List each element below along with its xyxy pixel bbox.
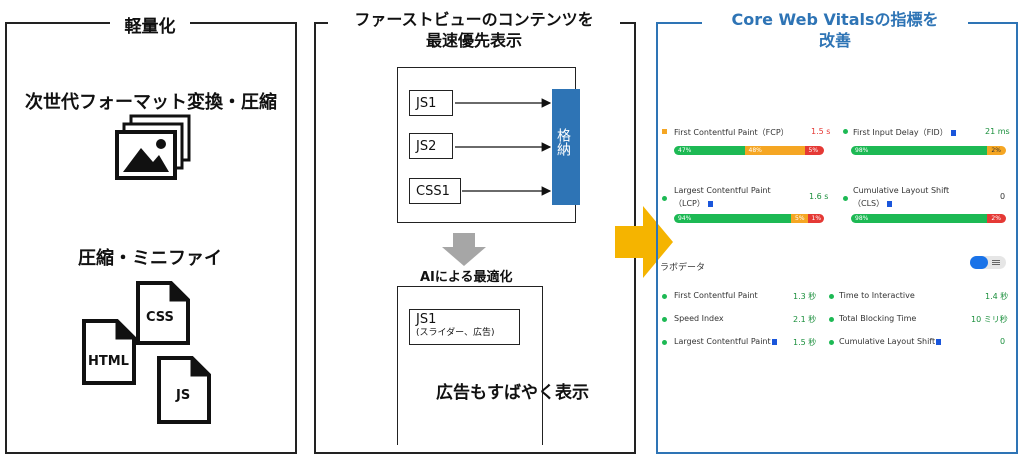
store-block — [552, 89, 580, 205]
fcp-status-icon — [662, 129, 667, 134]
input-css1: CSS1 — [409, 178, 461, 204]
panel-core-web-vitals — [656, 22, 1018, 454]
lab-fcp-value: 1.3 秒 — [793, 292, 817, 301]
toggle-knob — [970, 256, 988, 269]
store-label: 格納 — [555, 128, 571, 156]
cls-name2: （CLS） — [853, 199, 885, 208]
fcp-avg-segment: 48% — [744, 146, 805, 155]
list-icon — [992, 260, 1000, 261]
lab-tbt-name: Total Blocking Time — [839, 314, 917, 323]
cls-good-segment: 98% — [851, 214, 988, 223]
lcp-name2: （LCP） — [674, 199, 705, 208]
ai-optimize-label: AIによる最適化 — [420, 270, 513, 285]
panel-lightweight-title: 軽量化 — [110, 12, 190, 37]
lab-tti-dot — [829, 294, 834, 299]
bookmark-icon — [707, 200, 713, 207]
lab-fcp-dot — [662, 294, 667, 299]
fid-name-wrap: First Input Delay（FID） — [853, 127, 956, 138]
lab-si-value: 2.1 秒 — [793, 315, 817, 324]
fid-name: First Input Delay（FID） — [853, 128, 948, 137]
panel-cwv-title-line2: 改善 — [818, 31, 851, 50]
lcp-status-icon — [662, 196, 667, 201]
lab-tbt-value: 10 ミリ秒 — [971, 315, 1008, 324]
panel-cwv-title-line1: Core Web Vitalsの指標を — [731, 10, 939, 29]
lab-fcp-name: First Contentful Paint — [674, 291, 758, 300]
lcp-poor-segment: 1% — [807, 214, 824, 223]
result-js1-box: JS1 (スライダー、広告) — [409, 309, 520, 345]
fid-poor-segment: 2% — [987, 146, 1006, 155]
bookmark-icon — [771, 338, 777, 345]
html-file-icon — [82, 319, 136, 385]
lcp-avg-segment: 5% — [791, 214, 808, 223]
image-compress-label: 次世代フォーマット変換・圧縮 — [25, 92, 277, 113]
panel-first-view-title-line2: 最速優先表示 — [425, 31, 522, 50]
bookmark-icon — [887, 200, 893, 207]
cls-value: 0 — [1000, 192, 1006, 201]
cls-status-icon — [843, 196, 848, 201]
lcp-distribution-bar: 94% 5% 1% — [674, 214, 824, 223]
fid-good-segment: 98% — [851, 146, 988, 155]
panel-first-view-title: ファーストビューのコンテンツを 最速優先表示 — [328, 9, 620, 51]
lcp-good-segment: 94% — [674, 214, 791, 223]
lcp-value: 1.6 s — [809, 192, 829, 201]
css-file-label: CSS — [146, 310, 174, 325]
fcp-value: 1.5 s — [811, 127, 831, 136]
down-arrow-icon — [442, 233, 486, 266]
fcp-poor-segment: 5% — [804, 146, 824, 155]
lab-lcp-name: Largest Contentful Paint — [674, 337, 771, 346]
lab-cls-name: Cumulative Layout Shift — [839, 337, 936, 346]
minify-label: 圧縮・ミニファイ — [78, 248, 222, 269]
cls-distribution-bar: 98% 2% — [851, 214, 1006, 223]
cls-name: Cumulative Layout Shift — [853, 186, 950, 195]
lcp-name2-wrap: （LCP） — [674, 198, 713, 209]
fcp-name: First Contentful Paint（FCP） — [674, 128, 789, 137]
lab-data-title: ラボデータ — [660, 263, 706, 273]
lab-lcp-dot — [662, 340, 667, 345]
lab-cls-dot — [829, 340, 834, 345]
bookmark-icon — [950, 129, 956, 136]
lab-tti-value: 1.4 秒 — [985, 292, 1009, 301]
result-js1-note: (スライダー、広告) — [416, 328, 495, 338]
css-file-icon — [136, 281, 190, 345]
optimized-result-box — [397, 286, 543, 445]
fid-value: 21 ms — [985, 127, 1010, 136]
lab-tti-name: Time to Interactive — [839, 291, 915, 300]
lab-lcp-name-wrap: Largest Contentful Paint — [674, 337, 777, 346]
bookmark-icon — [936, 338, 942, 345]
lab-si-dot — [662, 317, 667, 322]
fast-display-label: 広告もすばやく表示 — [436, 383, 589, 403]
html-file-label: HTML — [88, 354, 129, 369]
fcp-distribution-bar: 47% 48% 5% — [674, 146, 824, 155]
fcp-good-segment: 47% — [674, 146, 745, 155]
load-arrows — [455, 98, 552, 196]
right-arrow-icon — [615, 206, 673, 278]
input-js2: JS2 — [409, 133, 453, 159]
images-icon — [115, 114, 191, 180]
cls-poor-segment: 2% — [987, 214, 1006, 223]
fid-status-icon — [843, 129, 848, 134]
lab-tbt-dot — [829, 317, 834, 322]
panel-lightweight — [5, 22, 297, 454]
panel-cwv-title: Core Web Vitalsの指標を 改善 — [702, 9, 968, 51]
result-js1-label: JS1 — [416, 312, 437, 327]
lab-cls-value: 0 — [1000, 337, 1006, 346]
js-file-label: JS — [176, 388, 191, 403]
lcp-name: Largest Contentful Paint — [674, 186, 771, 195]
lab-lcp-value: 1.5 秒 — [793, 338, 817, 347]
panel-first-view-title-line1: ファーストビューのコンテンツを — [354, 10, 594, 29]
js-file-icon — [157, 356, 211, 424]
lab-si-name: Speed Index — [674, 314, 724, 323]
input-js1: JS1 — [409, 90, 453, 116]
view-toggle[interactable] — [970, 256, 1006, 269]
fid-distribution-bar: 98% 2% — [851, 146, 1006, 155]
lab-cls-name-wrap: Cumulative Layout Shift — [839, 337, 942, 346]
cls-name2-wrap: （CLS） — [853, 198, 893, 209]
